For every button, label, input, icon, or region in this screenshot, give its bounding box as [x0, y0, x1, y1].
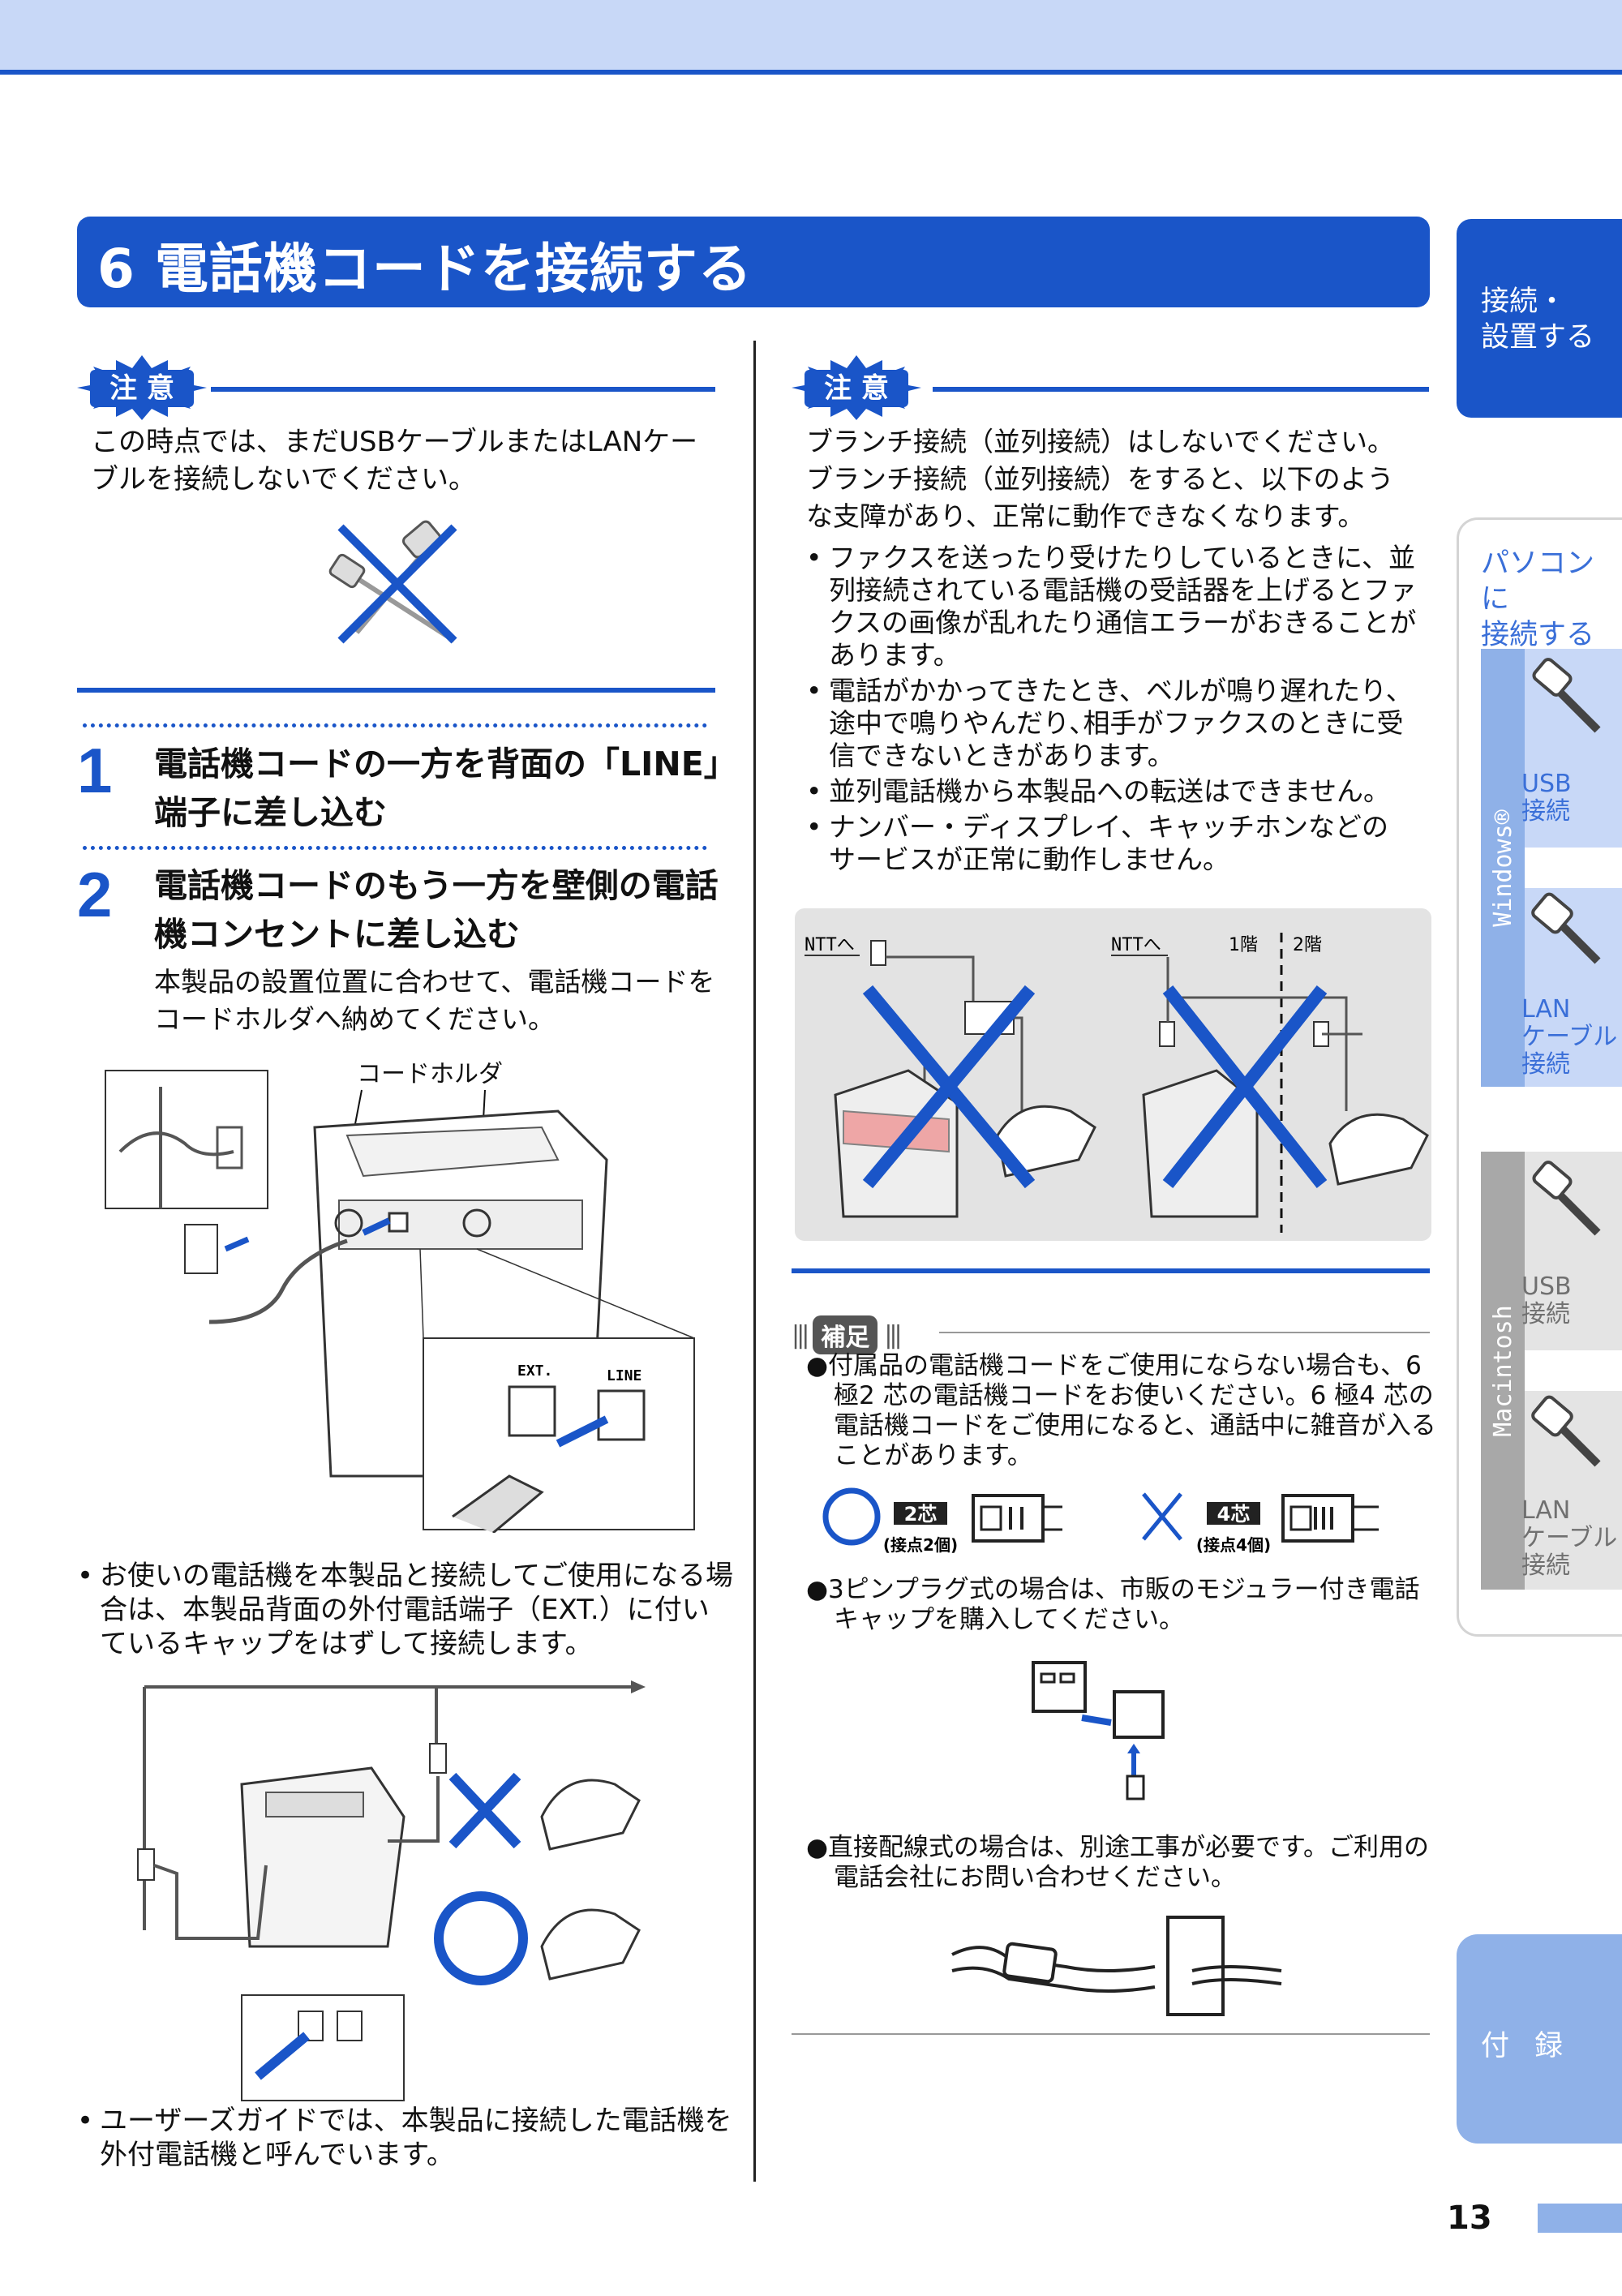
caution-badge: 注 意 — [792, 355, 921, 420]
tab-appendix-label: 付 録 — [1481, 2030, 1572, 2062]
page-title: 6 電話機コードを接続する — [97, 238, 753, 300]
step-2-number: 2 — [77, 859, 113, 930]
step-separator — [83, 846, 707, 850]
step-1-title: 電話機コードの一方を背面の「LINE」 端子に差し込む — [154, 745, 737, 832]
ok-circle-icon — [822, 1487, 881, 1546]
tab-mac-lan[interactable] — [1525, 1391, 1622, 1590]
svg-text:(接点2個): (接点2個) — [883, 1535, 958, 1555]
caution-rule — [933, 387, 1429, 392]
supplement-rule — [939, 1332, 1430, 1333]
supplement-item-3: ●直接配線式の場合は、別途工事が必要です。ご利用の 電話会社にお問い合わせくださ… — [806, 1833, 1429, 1892]
svg-text:(接点4個): (接点4個) — [1196, 1535, 1271, 1555]
svg-text:1階: 1階 — [1229, 935, 1258, 955]
column-divider — [753, 341, 756, 2182]
caution-badge: 注 意 — [77, 355, 207, 420]
caution-text-left: この時点では、まだUSBケーブルまたはLANケー ブルを接続しないでください。 — [91, 426, 698, 496]
top-banner — [0, 0, 1622, 75]
windows-label: Windows® — [1481, 649, 1525, 1087]
tab-connect-setup-label: 接続・ 設置する — [1481, 285, 1595, 354]
list-item: • ファクスを送ったり受けたりしているときに、並列接続されている電話機の受話器を… — [806, 542, 1418, 671]
three-pin-plug-illustration — [1032, 1661, 1165, 1800]
branch-connection-diagram: NTTへ NTTへ 1階 2階 — [795, 908, 1431, 1241]
svg-text:NTTへ: NTTへ — [1111, 935, 1161, 955]
ext-phone-illustration — [137, 1680, 646, 2101]
caution-badge-label: 注 意 — [824, 372, 889, 405]
right-rule — [792, 1268, 1430, 1273]
cord-holder-label: コードホルダ — [357, 1060, 503, 1088]
tab-windows-usb[interactable] — [1525, 649, 1622, 848]
bottom-rule — [792, 2033, 1430, 2035]
svg-text:EXT.: EXT. — [517, 1363, 552, 1380]
tab-appendix[interactable] — [1457, 1934, 1622, 2144]
left-rule — [77, 688, 715, 693]
direct-wiring-illustration — [951, 1916, 1282, 2016]
lan-cable-icon — [1531, 1395, 1601, 1467]
list-item: • ナンバー・ディスプレイ、キャッチホンなどのサービスが正常に動作しません。 — [806, 811, 1389, 875]
step-separator — [83, 723, 707, 727]
lan-cable-icon — [1531, 892, 1601, 964]
step-2-description: 本製品の設置位置に合わせて、電話機コードを コードホルダへ納めてください。 — [154, 966, 715, 1035]
left-bullet-1: • お使いの電話機を本製品と接続してご使用になる場 合は、本製品背面の外付電話端… — [77, 1560, 733, 1660]
tab-windows-lan[interactable] — [1525, 888, 1622, 1087]
step-2-title: 電話機コードのもう一方を壁側の電話 機コンセントに差し込む — [154, 866, 719, 954]
supplement-badge: 補足 — [813, 1315, 878, 1354]
supplement-heading: ||| 補足 ||| — [792, 1315, 903, 1354]
svg-text:2芯: 2芯 — [904, 1503, 938, 1526]
cord-core-comparison: 2芯 (接点2個) 4芯 (接点4個) — [822, 1487, 1379, 1555]
svg-text:LINE: LINE — [607, 1367, 642, 1384]
crossed-cable-icon — [328, 520, 457, 644]
supplement-item-1: ●付属品の電話機コードをご使用にならない場合も、6 極2 芯の電話機コードをお使… — [806, 1351, 1436, 1470]
svg-text:2階: 2階 — [1293, 935, 1322, 955]
tab-mac-usb[interactable] — [1525, 1152, 1622, 1350]
caution-rule — [211, 387, 715, 392]
step-1-number: 1 — [77, 735, 113, 806]
usb-cable-icon — [1532, 1161, 1601, 1236]
caution-badge-label: 注 意 — [109, 372, 174, 405]
page-number: 13 — [1447, 2199, 1492, 2237]
rear-connection-illustration: コードホルダ EXT. LINE — [105, 1060, 695, 1533]
tab-pc-connect-label: パソコンに 接続する — [1481, 547, 1595, 651]
list-item: • 電話がかかってきたとき、ベルが鳴り遅れたり、途中で鳴りやんだり､相手がファク… — [806, 675, 1413, 771]
left-bullet-2: • ユーザーズガイドでは、本製品に接続した電話機を 外付電話機と呼んでいます。 — [77, 2105, 732, 2171]
usb-cable-icon — [1532, 658, 1601, 733]
list-item: • 並列電話機から本製品への転送はできません。 — [806, 775, 1391, 807]
svg-text:4芯: 4芯 — [1217, 1503, 1251, 1526]
section-header — [77, 217, 1430, 307]
caution-intro-right: ブランチ接続（並列接続）はしないでください。 ブランチ接続（並列接続）をすると、… — [806, 426, 1395, 532]
supplement-item-2: ●3ピンプラグ式の場合は、市販のモジュラー付き電話 キャップを購入してください。 — [806, 1575, 1420, 1634]
svg-text:NTTへ: NTTへ — [805, 935, 855, 955]
page-number-tab — [1538, 2204, 1622, 2233]
right-bullet-list: • ファクスを送ったり受けたりしているときに、並列接続されている電話機の受話器を… — [806, 542, 1422, 876]
macintosh-label: Macintosh — [1481, 1152, 1525, 1590]
tab-connect-setup[interactable] — [1457, 219, 1622, 418]
